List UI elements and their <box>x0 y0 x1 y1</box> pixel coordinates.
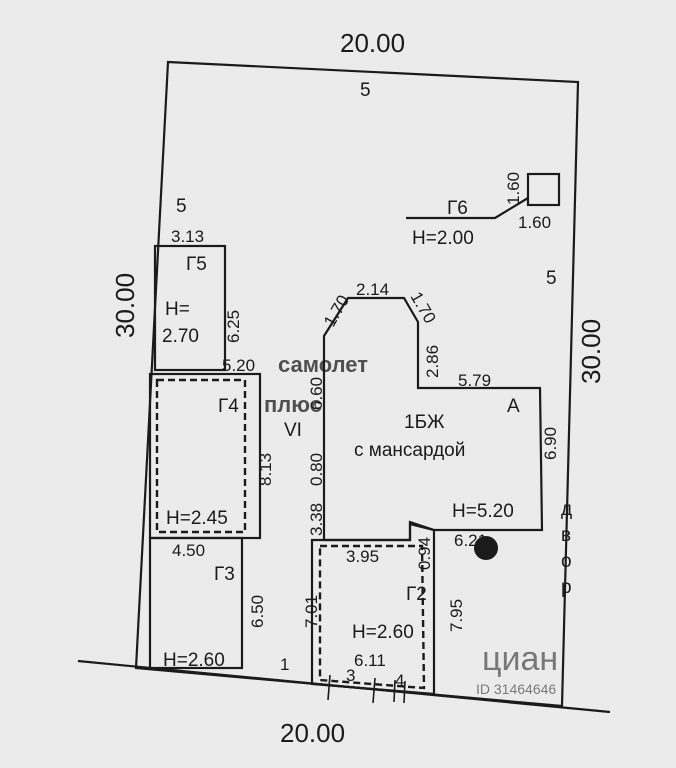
g2-left: 7.01 <box>302 595 321 628</box>
g3-width: 4.50 <box>172 541 205 560</box>
g2-side-a: 0.94 <box>415 537 434 570</box>
margin-left: 5 <box>176 196 187 217</box>
main-height: Н=5.20 <box>452 501 514 522</box>
g4-height: Н=2.45 <box>166 508 228 529</box>
main-dim-left: 6.60 <box>307 377 326 410</box>
g5-outline <box>153 244 227 372</box>
main-dim-right-step: 2.86 <box>423 345 442 378</box>
g4-name: Г4 <box>218 396 239 417</box>
main-subtitle: с мансардой <box>354 440 465 461</box>
main-house-outline <box>322 296 544 542</box>
g2-dashed-inner <box>318 544 426 690</box>
site-boundary <box>134 60 580 708</box>
g3-depth: 6.50 <box>248 595 267 628</box>
g2-name: Г2 <box>406 584 427 605</box>
margin-right: 5 <box>546 268 557 289</box>
g6-dim-b: 1.60 <box>518 213 551 232</box>
main-letter: А <box>507 396 520 417</box>
g4-depth: 8.13 <box>256 453 275 486</box>
main-dim-top-mid: 2.14 <box>356 280 389 299</box>
margin-bottom-3: 3 <box>346 666 355 685</box>
g5-depth: 6.25 <box>224 310 243 343</box>
watermark-cian-id: ID 31464646 <box>476 681 556 697</box>
g3-height: Н=2.60 <box>163 650 225 671</box>
g6-square <box>526 172 561 207</box>
margin-bottom-1: 1 <box>280 655 289 674</box>
g6-name: Г6 <box>447 198 468 219</box>
g2-height: Н=2.60 <box>352 622 414 643</box>
main-dim-right: 6.90 <box>541 427 560 460</box>
g5-name: Г5 <box>186 254 207 275</box>
street-tick-1 <box>327 674 331 701</box>
margin-bottom-4: 4 <box>395 671 404 690</box>
street-tick-2 <box>372 677 376 704</box>
road-label: д в о р <box>561 499 577 598</box>
road-number: VI <box>284 420 302 441</box>
watermark-samolet: самолет <box>278 352 368 377</box>
g3-outline <box>148 536 244 670</box>
entrance-marker-icon <box>474 536 498 560</box>
main-dim-left-lower: 3.38 <box>307 503 326 536</box>
g2-bottom: 6.11 <box>354 651 386 670</box>
watermark-cian: циан <box>482 640 558 678</box>
margin-top: 5 <box>360 80 371 101</box>
g6-height: Н=2.00 <box>412 228 474 249</box>
site-depth-right: 30.00 <box>576 319 606 384</box>
g5-height-value: 2.70 <box>162 326 199 347</box>
g2-side-b: 7.95 <box>447 599 466 632</box>
g4-dashed-inner <box>155 378 247 534</box>
main-dim-top-right: 1.70 <box>407 289 440 327</box>
g4-width: 5.20 <box>222 356 255 375</box>
g5-width: 3.13 <box>171 227 204 246</box>
g5-height-label: Н= <box>165 299 190 320</box>
g2-width: 3.95 <box>346 547 379 566</box>
g6-dim-a: 1.60 <box>504 172 523 205</box>
g2-outline <box>310 522 436 696</box>
main-name: 1БЖ <box>404 412 445 433</box>
main-dim-left-small: 0.80 <box>307 453 326 486</box>
main-dim-step-width: 5.79 <box>458 371 491 390</box>
site-width-bottom: 20.00 <box>280 718 345 748</box>
watermark-samolet-plus: плюс <box>264 392 322 417</box>
site-width-top: 20.00 <box>340 28 405 58</box>
g6-leader <box>406 197 529 220</box>
g3-name: Г3 <box>214 564 235 585</box>
site-depth-left: 30.00 <box>110 273 140 338</box>
